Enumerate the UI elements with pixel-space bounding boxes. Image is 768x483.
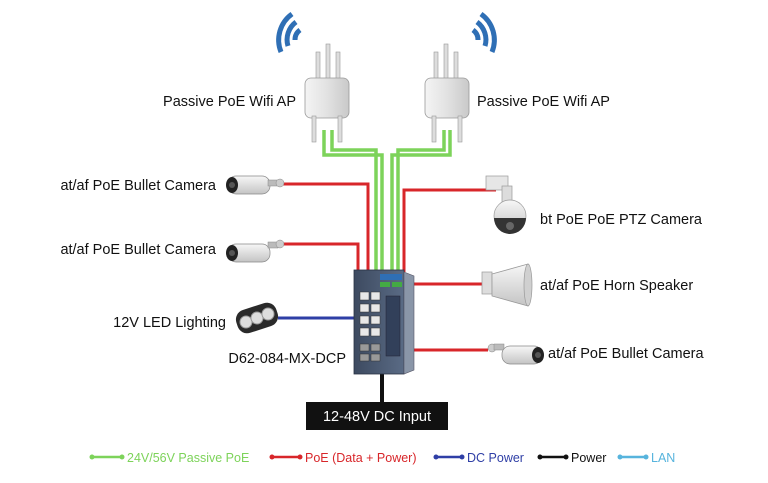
passive-poe-line-right-ap-2 [396, 130, 446, 272]
label-wifi-ap-right: Passive PoE Wifi AP [477, 94, 610, 110]
poe-line-ptz [402, 188, 496, 272]
label-horn-speaker: at/af PoE Horn Speaker [540, 278, 693, 294]
legend-label: DC Power [467, 451, 524, 465]
legend-item-passive-poe: 24V/56V Passive PoE [89, 451, 249, 465]
ptz-camera [485, 175, 527, 234]
label-camera-right: at/af PoE Bullet Camera [548, 346, 704, 362]
label-camera-top-left: at/af PoE Bullet Camera [60, 178, 216, 194]
wifi-ap-left [276, 11, 350, 143]
label-camera-mid-left: at/af PoE Bullet Camera [60, 242, 216, 258]
legend-item-poe: PoE (Data + Power) [269, 451, 417, 465]
wifi-ap-right [424, 11, 497, 143]
legend: 24V/56V Passive PoE PoE (Data + Power) D… [89, 451, 675, 465]
legend-label: PoE (Data + Power) [305, 451, 417, 465]
wifi-signal-icon [471, 11, 497, 53]
label-dc-input: 12-48V DC Input [323, 409, 431, 425]
legend-item-dc-power: DC Power [433, 451, 524, 465]
passive-poe-line-right-ap [390, 130, 452, 272]
legend-item-lan: LAN [617, 451, 675, 465]
horn-speaker [481, 263, 533, 307]
dc-input-box [306, 402, 448, 430]
bullet-camera-mid-left [226, 239, 285, 263]
bullet-camera-top-left [226, 175, 285, 195]
passive-poe-line-left-ap-2 [330, 130, 378, 272]
label-switch-model: D62-084-MX-DCP [228, 351, 346, 367]
legend-label: Power [571, 451, 606, 465]
industrial-switch [353, 269, 415, 375]
connections [278, 130, 496, 402]
label-led-lighting: 12V LED Lighting [113, 315, 226, 331]
poe-line-camera-top-left [282, 182, 370, 272]
poe-line-camera-mid-left [282, 242, 360, 272]
led-lighting-icon [235, 302, 279, 334]
label-ptz-camera: bt PoE PoE PTZ Camera [540, 212, 703, 228]
legend-label: 24V/56V Passive PoE [127, 451, 249, 465]
label-wifi-ap-left: Passive PoE Wifi AP [163, 94, 296, 110]
wifi-signal-icon [276, 11, 302, 53]
legend-item-power: Power [537, 451, 606, 465]
legend-label: LAN [651, 451, 675, 465]
passive-poe-line-left-ap [322, 130, 384, 272]
bullet-camera-right [487, 343, 544, 365]
